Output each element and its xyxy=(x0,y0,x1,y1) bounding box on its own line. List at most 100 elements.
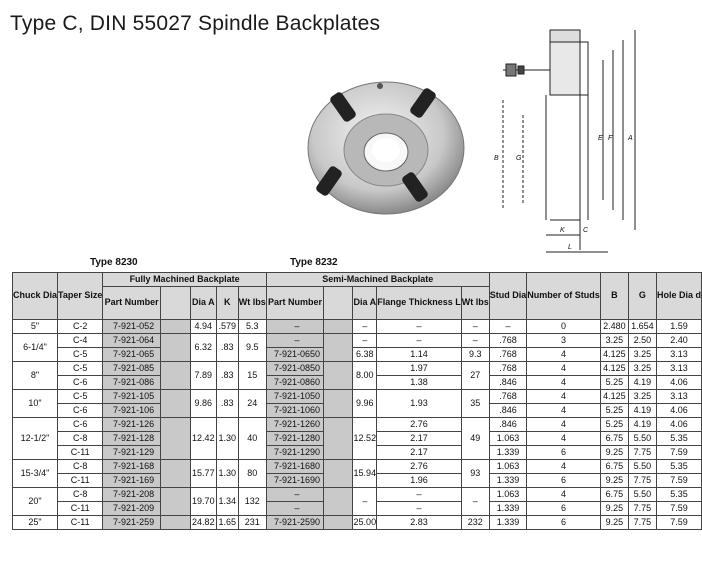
stud-dia-cell: 1.063 xyxy=(488,431,528,446)
wt-semi-cell: – xyxy=(460,333,490,348)
stud-dia-cell: – xyxy=(488,319,528,334)
col-chuck-dia: Chuck Dia xyxy=(11,272,59,320)
hole-dia-cell: 3.13 xyxy=(655,389,702,404)
dia-a-cell: 6.32 xyxy=(189,333,217,362)
dia-a-semi-cell: 25.00 xyxy=(352,515,378,530)
hole-dia-cell: 4.06 xyxy=(655,375,702,390)
chuck-dia-cell: 6-1/4" xyxy=(11,333,59,362)
dim-label: G xyxy=(516,155,522,162)
taper-cell: C-6 xyxy=(57,403,104,418)
chuck-dia-cell: 20" xyxy=(11,487,59,516)
hole-dia-cell: 7.59 xyxy=(655,515,702,530)
g-cell: 3.25 xyxy=(627,361,657,376)
g-cell: 3.25 xyxy=(627,389,657,404)
stud-dia-cell: .846 xyxy=(488,375,528,390)
part-number-cell: 7-921-086 xyxy=(102,375,161,390)
b-cell: 6.75 xyxy=(599,487,629,502)
part-number-cell: 7-921-259 xyxy=(102,515,161,530)
wt-semi-cell: – xyxy=(460,319,490,334)
technical-drawing: B G E F A C K L xyxy=(494,29,636,253)
b-cell: 5.25 xyxy=(599,417,629,432)
dia-a-semi-cell: 15.94 xyxy=(352,459,378,488)
part-number-semi-cell: 7-921-1690 xyxy=(265,473,325,488)
dim-label: E xyxy=(598,135,603,142)
wt-semi-cell: 49 xyxy=(460,417,490,460)
hole-dia-cell: 7.59 xyxy=(655,445,702,460)
part-number-cell: 7-921-126 xyxy=(102,417,161,432)
dim-label: B xyxy=(494,155,499,162)
k-cell: .83 xyxy=(215,333,239,362)
num-studs-cell: 4 xyxy=(526,459,601,474)
wt-cell: 15 xyxy=(237,361,267,390)
b-cell: 4.125 xyxy=(599,347,629,362)
hole-dia-cell: 3.13 xyxy=(655,361,702,376)
stud-dia-cell: 1.339 xyxy=(488,515,528,530)
type-label-fully: Type 8230 xyxy=(90,257,138,268)
col-stud-dia: Stud Dia xyxy=(488,272,528,320)
g-cell: 5.50 xyxy=(627,459,657,474)
col-group-fully: Fully Machined Backplate xyxy=(102,272,267,287)
g-cell: 5.50 xyxy=(627,431,657,446)
image-cell xyxy=(323,459,354,488)
hole-dia-cell: 7.59 xyxy=(655,473,702,488)
b-cell: 2.480 xyxy=(599,319,629,334)
part-number-semi-cell: 7-921-0650 xyxy=(265,347,325,362)
flange-cell: 1.96 xyxy=(376,473,462,488)
k-cell: 1.30 xyxy=(215,459,239,488)
stud-dia-cell: .768 xyxy=(488,333,528,348)
wt-cell: 231 xyxy=(237,515,267,530)
wt-semi-cell: 9.3 xyxy=(460,347,490,362)
num-studs-cell: 4 xyxy=(526,417,601,432)
col-wt: Wt lbs xyxy=(237,286,267,320)
k-cell: .579 xyxy=(215,319,239,334)
part-number-cell: 7-921-209 xyxy=(102,501,161,516)
part-number-semi-cell: 7-921-1260 xyxy=(265,417,325,432)
image-cell xyxy=(323,319,354,334)
part-number-cell: 7-921-129 xyxy=(102,445,161,460)
flange-cell: 2.17 xyxy=(376,431,462,446)
num-studs-cell: 0 xyxy=(526,319,601,334)
part-number-cell: 7-921-128 xyxy=(102,431,161,446)
stud-dia-cell: .846 xyxy=(488,417,528,432)
stud-dia-cell: 1.339 xyxy=(488,473,528,488)
part-number-cell: 7-921-085 xyxy=(102,361,161,376)
b-cell: 4.125 xyxy=(599,361,629,376)
b-cell: 9.25 xyxy=(599,445,629,460)
part-number-cell: 7-921-064 xyxy=(102,333,161,348)
taper-cell: C-11 xyxy=(57,473,104,488)
part-number-semi-cell: 7-921-0860 xyxy=(265,375,325,390)
taper-cell: C-4 xyxy=(57,333,104,348)
type-label-semi: Type 8232 xyxy=(290,257,338,268)
flange-cell: 2.76 xyxy=(376,459,462,474)
image-cell xyxy=(159,417,191,460)
stud-dia-cell: .768 xyxy=(488,347,528,362)
b-cell: 9.25 xyxy=(599,515,629,530)
dia-a-semi-cell: 8.00 xyxy=(352,361,378,390)
wt-cell: 80 xyxy=(237,459,267,488)
image-cell xyxy=(159,361,191,390)
chuck-dia-cell: 10" xyxy=(11,389,59,418)
flange-cell: 1.14 xyxy=(376,347,462,362)
wt-cell: 5.3 xyxy=(237,319,267,334)
dim-label: L xyxy=(568,244,572,251)
part-number-semi-cell: 7-921-1060 xyxy=(265,403,325,418)
image-cell xyxy=(159,487,191,516)
dia-a-cell: 19.70 xyxy=(189,487,217,516)
flange-cell: 2.17 xyxy=(376,445,462,460)
hole-dia-cell: 4.06 xyxy=(655,417,702,432)
num-studs-cell: 4 xyxy=(526,431,601,446)
image-cell xyxy=(323,487,354,516)
dia-a-cell: 7.89 xyxy=(189,361,217,390)
part-number-semi-cell: 7-921-1290 xyxy=(265,445,325,460)
g-cell: 3.25 xyxy=(627,347,657,362)
flange-cell: – xyxy=(376,487,462,502)
image-column xyxy=(323,286,354,320)
part-number-cell: 7-921-168 xyxy=(102,459,161,474)
col-taper-size: Taper Size xyxy=(57,272,104,320)
col-dia-a-semi: Dia A xyxy=(352,286,378,320)
image-cell xyxy=(159,319,191,334)
part-number-semi-cell: 7-921-2590 xyxy=(265,515,325,530)
page-title: Type C, DIN 55027 Spindle Backplates xyxy=(10,12,381,35)
